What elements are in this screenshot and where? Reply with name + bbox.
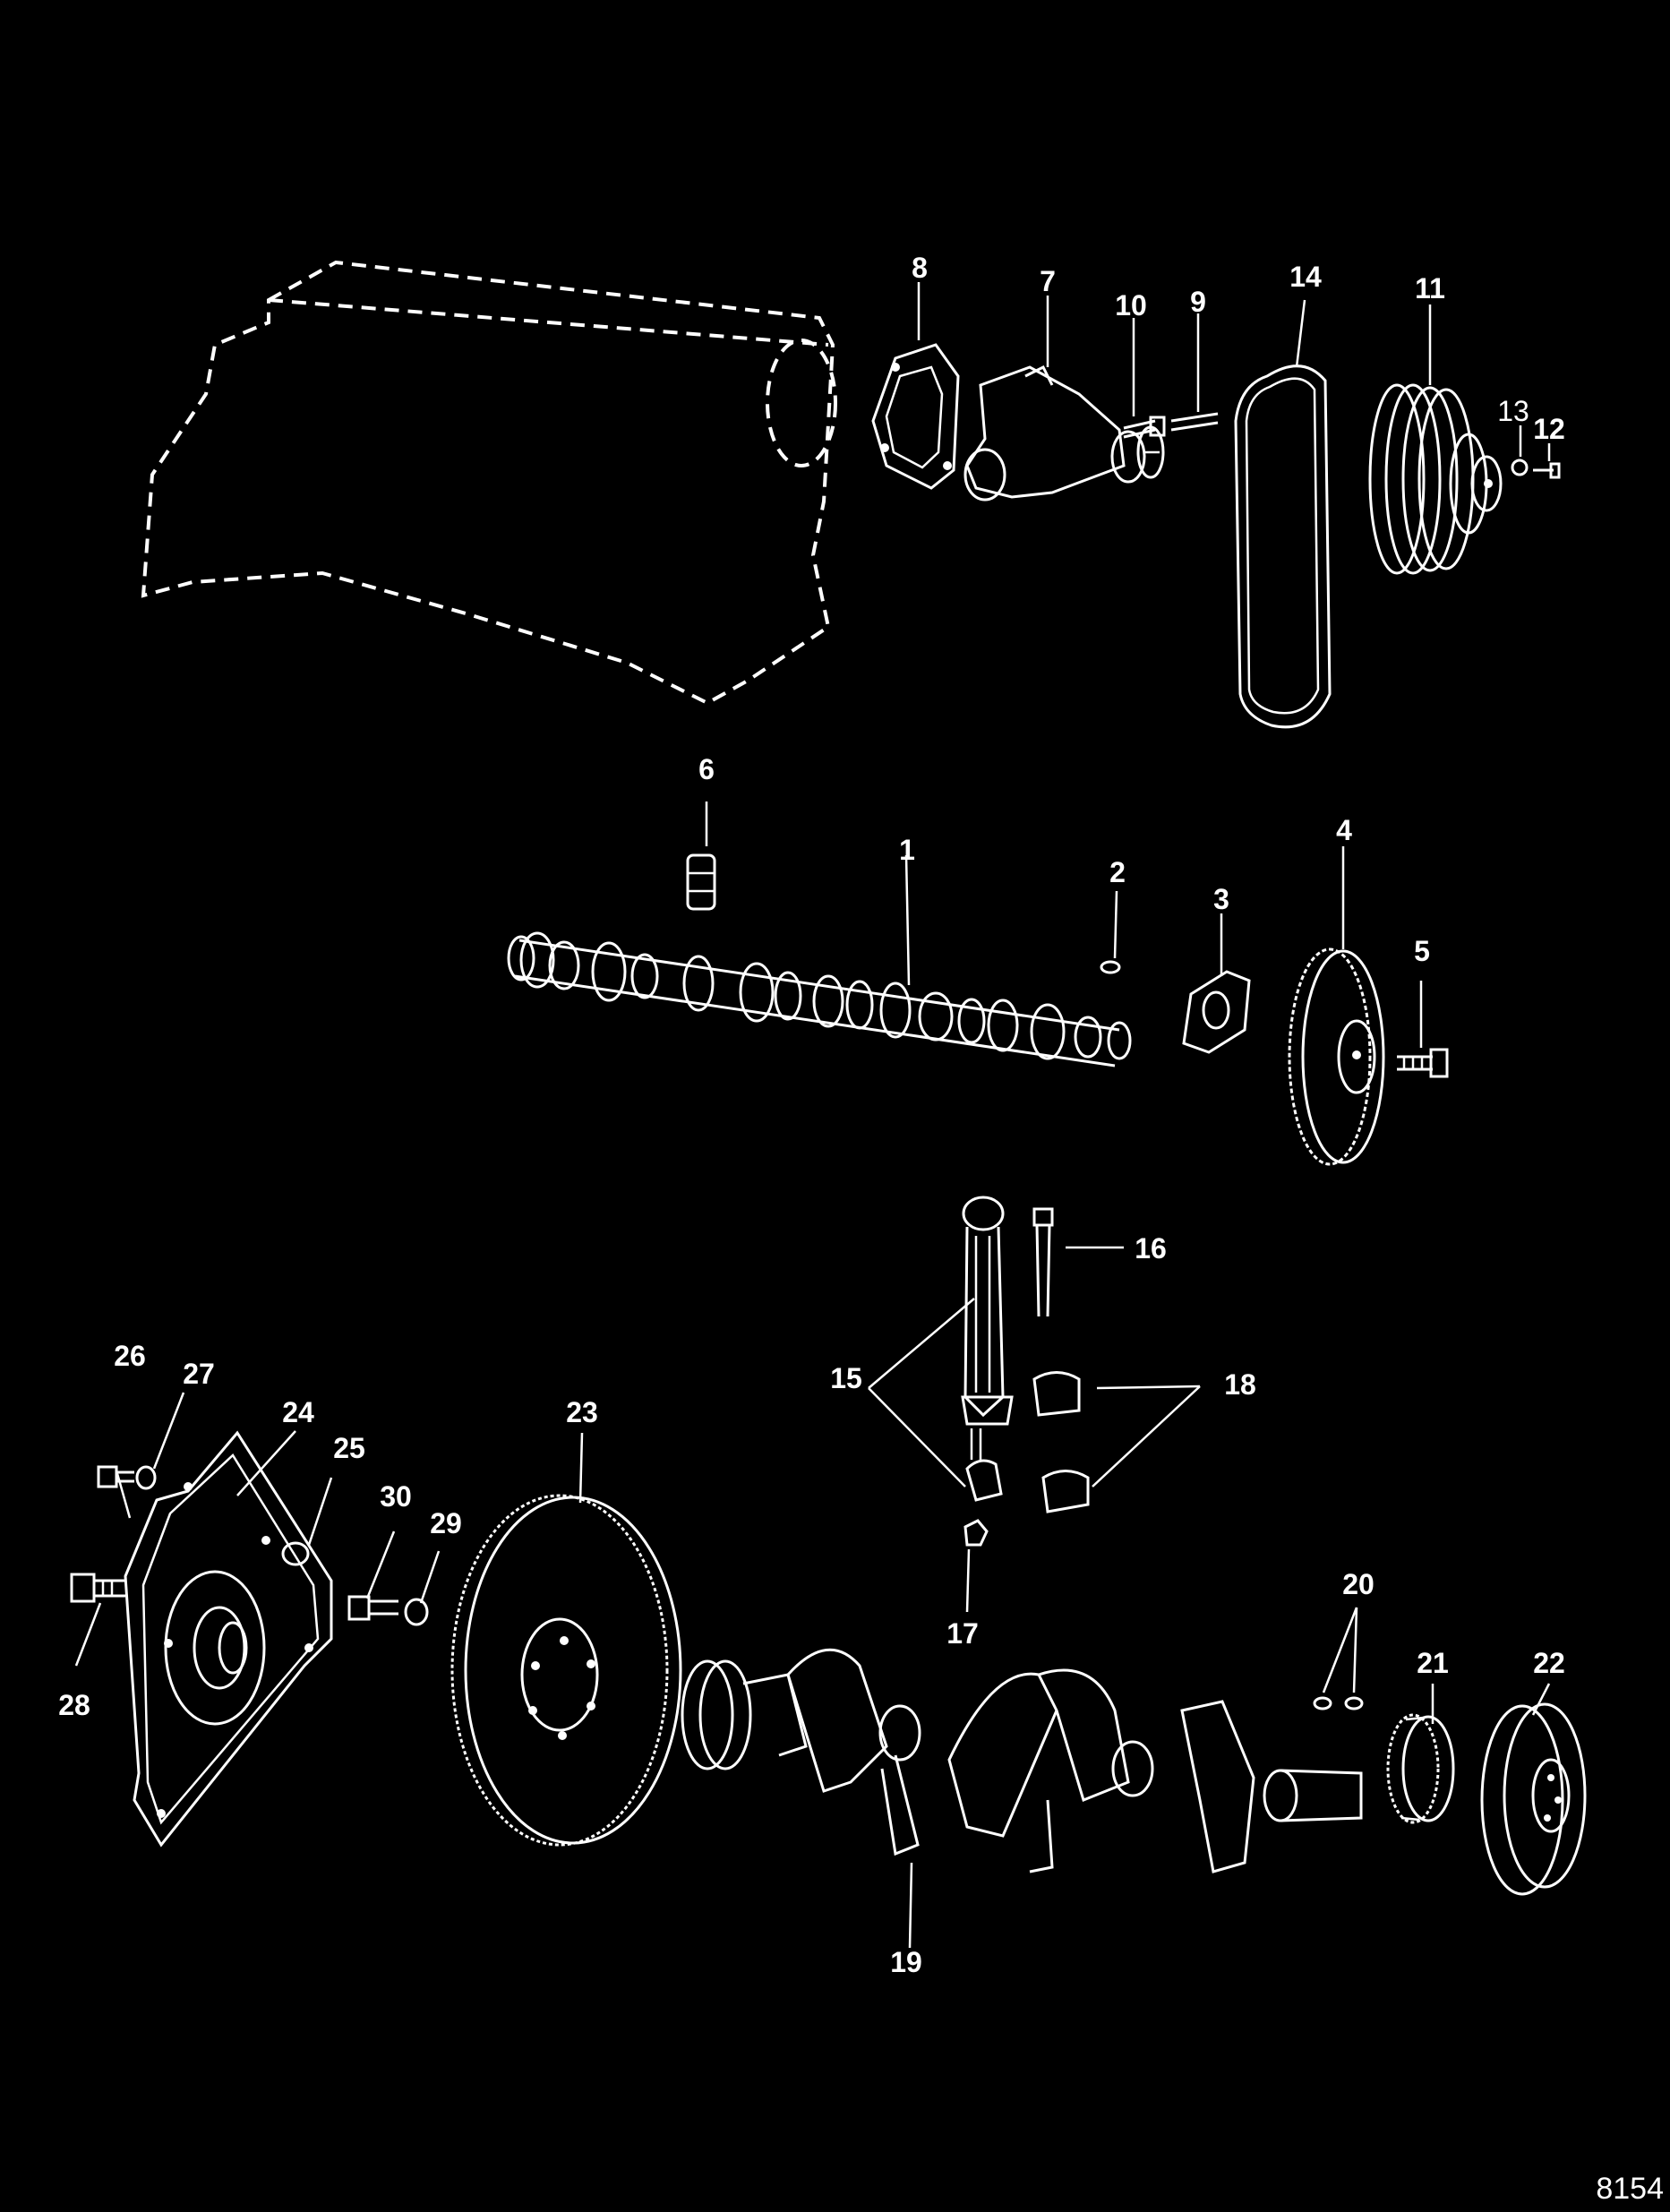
part-1-camshaft [507,931,1132,1067]
part-12-bolt [1533,462,1561,479]
part-8-gasket [871,343,960,490]
part-21-crank-gear [1386,1713,1455,1824]
callout-24: 24 [282,1396,314,1428]
part-29-washer [404,1598,429,1626]
callout-7: 7 [1040,265,1056,297]
part-20-keys [1313,1696,1364,1710]
callout-30: 30 [380,1480,412,1513]
part-16-rod-bolt [1032,1207,1054,1317]
part-4-cam-gear [1288,947,1385,1166]
part-26-bolt [97,1465,134,1488]
callout-18: 18 [1224,1368,1256,1401]
part-3-thrust-plate [1182,970,1251,1054]
callout-10: 10 [1115,289,1147,322]
part-15-connecting-rod [961,1196,1014,1502]
callout-9: 9 [1190,286,1206,318]
part-6-lifter [686,853,716,911]
callout-3: 3 [1213,883,1229,915]
part-30-bolt [347,1595,398,1621]
leader-lines [74,282,1551,1949]
part-9-stud [1170,412,1219,432]
callout-14: 14 [1289,261,1322,293]
callout-15: 15 [830,1362,862,1394]
callout-5: 5 [1414,935,1430,967]
callout-16: 16 [1135,1232,1167,1265]
part-22-damper [1480,1702,1587,1896]
callout-8: 8 [912,252,928,284]
callout-6: 6 [698,753,715,785]
callout-19: 19 [890,1946,922,1978]
callout-23: 23 [566,1396,598,1428]
callout-4: 4 [1336,814,1352,846]
part-11-pulley [1368,383,1503,575]
engine-block-outline [141,260,837,706]
part-5-bolt [1397,1048,1449,1078]
callout-25: 25 [333,1432,365,1464]
part-23-flywheel [450,1494,682,1847]
callout-labels: 1 2 3 4 5 6 7 8 9 10 11 12 13 14 15 16 1… [58,252,1565,1978]
callout-21: 21 [1417,1647,1449,1679]
callout-13: 13 [1497,395,1529,427]
part-27-washer [135,1465,157,1490]
part-2-key [1100,960,1121,974]
callout-11: 11 [1415,272,1445,304]
callout-1: 1 [899,834,915,866]
callout-28: 28 [58,1689,90,1721]
part-14-belt [1234,364,1332,729]
part-10-bolt [1123,416,1166,439]
part-18-bearings [1032,1371,1090,1513]
part-13-washer [1511,459,1529,476]
figure-number: 8154 [1596,2172,1664,2206]
callout-26: 26 [114,1340,146,1372]
callout-17: 17 [946,1617,979,1650]
part-17-nut [963,1519,989,1547]
callout-27: 27 [183,1358,215,1390]
callout-29: 29 [430,1507,462,1539]
part-19-crankshaft [681,1648,1363,1873]
callout-12: 12 [1533,413,1565,445]
part-24-adapter-plate [124,1430,333,1848]
part-25-plug [281,1541,310,1566]
callout-22: 22 [1533,1647,1565,1679]
callout-20: 20 [1342,1568,1375,1600]
callout-2: 2 [1109,856,1126,888]
part-28-bolt [70,1573,125,1603]
